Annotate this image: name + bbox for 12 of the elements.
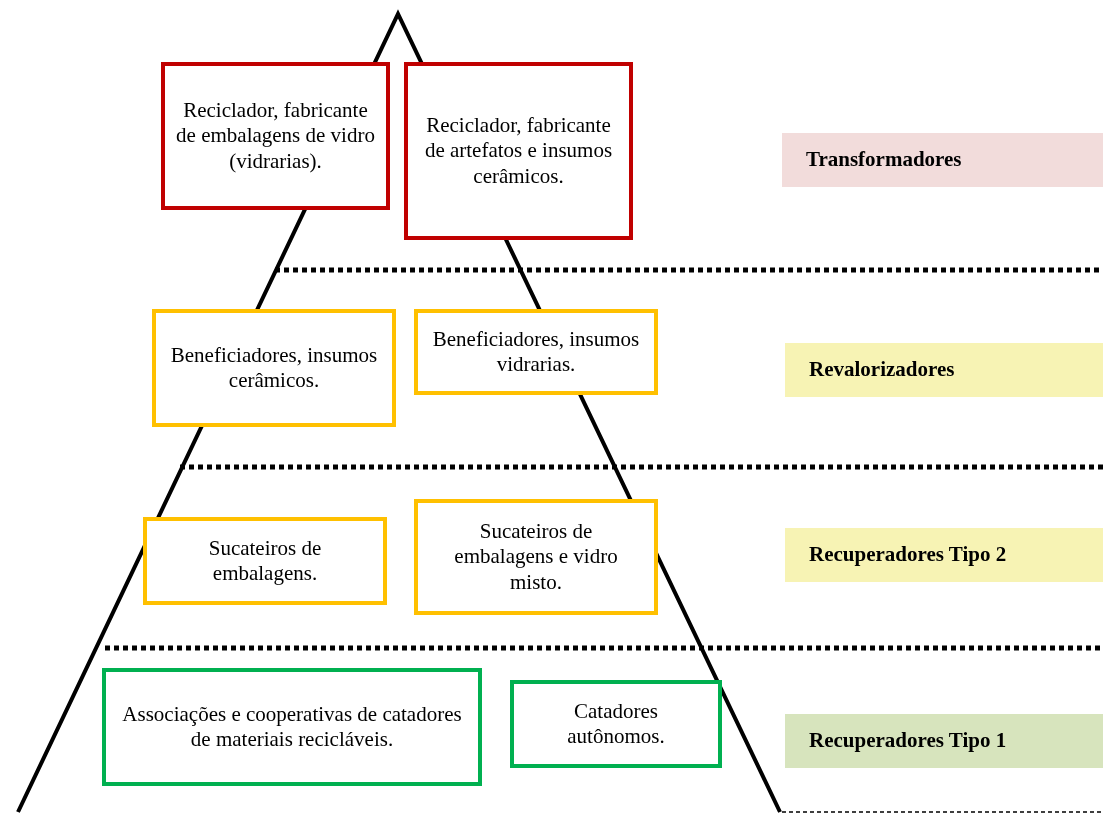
actor-box: Catadores autônomos.: [510, 680, 722, 768]
actor-box: Beneficiadores, insumos cerâmicos.: [152, 309, 396, 427]
actor-box: Reciclador, fabricante de embalagens de vidro (vidrarias).: [161, 62, 390, 210]
tier-label: Revalorizadores: [785, 343, 1103, 397]
actor-box: Sucateiros de embalagens e vidro misto.: [414, 499, 658, 615]
actor-box: Reciclador, fabricante de artefatos e insumos cerâmicos.: [404, 62, 633, 240]
actor-box: Beneficiadores, insumos vidrarias.: [414, 309, 658, 395]
tier-label: Recuperadores Tipo 2: [785, 528, 1103, 582]
tier-label: Transformadores: [782, 133, 1103, 187]
actor-box: Sucateiros de embalagens.: [143, 517, 387, 605]
tier-label: Recuperadores Tipo 1: [785, 714, 1103, 768]
actor-box: Associações e cooperativas de catadores de materiais recicláveis.: [102, 668, 482, 786]
